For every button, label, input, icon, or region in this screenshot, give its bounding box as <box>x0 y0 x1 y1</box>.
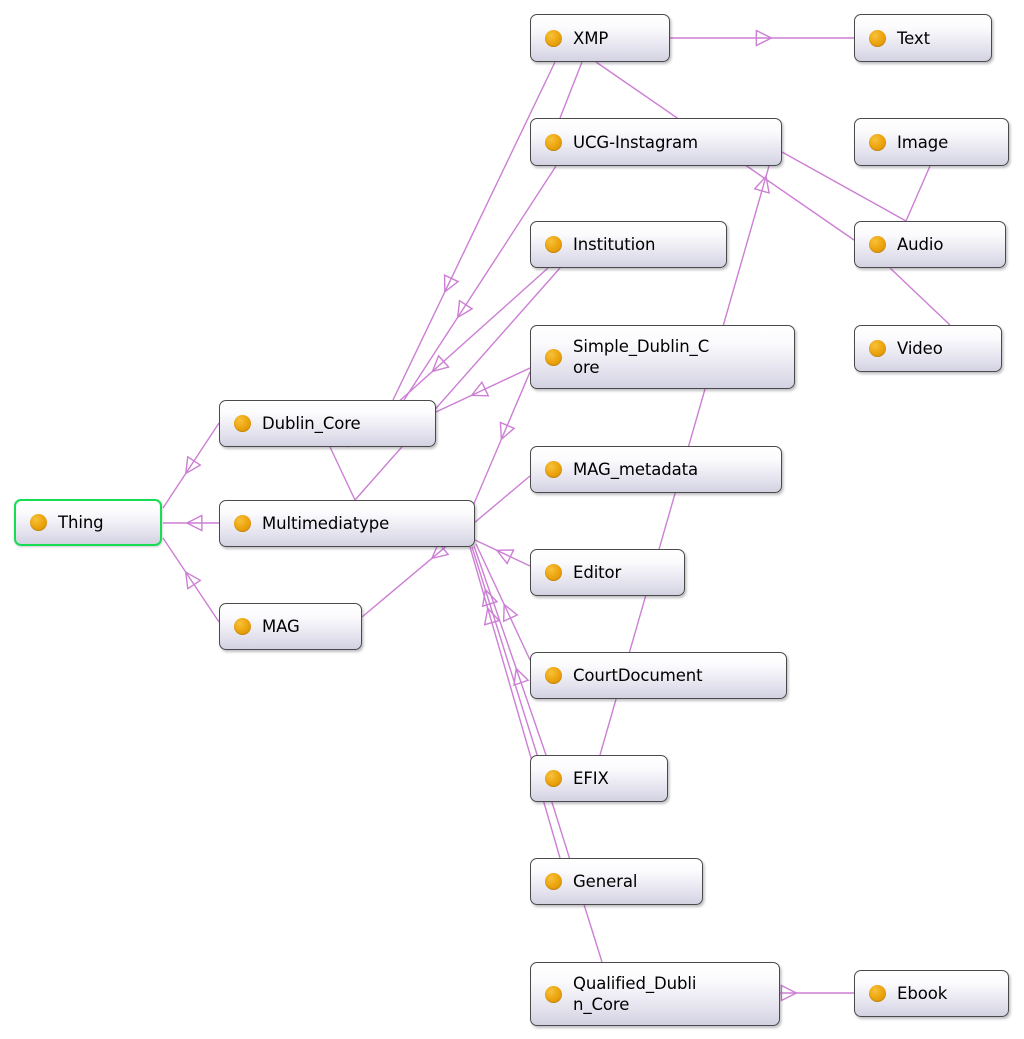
class-node-label: Image <box>897 132 949 152</box>
class-node-label: EFIX <box>573 769 609 788</box>
class-node-image[interactable]: Image <box>854 118 1009 166</box>
class-node-institution[interactable]: Institution <box>530 221 727 268</box>
class-node-label: Simple_Dublin_C ore <box>573 337 710 377</box>
owl-class-icon <box>545 236 562 253</box>
class-node-label: Qualified_Dubli n_Core <box>573 974 697 1014</box>
class-node-label: Multimediatype <box>262 514 390 533</box>
owl-class-icon <box>869 985 886 1002</box>
class-node-xmp[interactable]: XMP <box>530 14 670 62</box>
class-node-text[interactable]: Text <box>854 14 992 62</box>
class-node-label: Dublin_Core <box>262 414 361 433</box>
owl-class-icon <box>545 461 562 478</box>
owl-class-icon <box>545 770 562 787</box>
class-node-courtdocument[interactable]: CourtDocument <box>530 652 787 699</box>
class-node-editor[interactable]: Editor <box>530 549 685 596</box>
class-node-thing[interactable]: Thing <box>14 499 162 546</box>
class-node-simple_dublin_core[interactable]: Simple_Dublin_C ore <box>530 325 795 389</box>
owl-class-icon <box>545 985 562 1003</box>
owl-class-icon <box>869 133 886 151</box>
owl-class-icon <box>545 133 562 151</box>
class-node-general[interactable]: General <box>530 858 703 905</box>
class-node-label: MAG <box>262 617 300 636</box>
class-node-video[interactable]: Video <box>854 325 1002 372</box>
class-node-label: MAG_metadata <box>573 460 699 479</box>
class-node-dublin_core[interactable]: Dublin_Core <box>219 400 436 447</box>
owl-class-icon <box>234 618 251 635</box>
class-node-qualified_dublin_core[interactable]: Qualified_Dubli n_Core <box>530 962 780 1026</box>
owl-class-icon <box>869 340 886 357</box>
class-node-mag_metadata[interactable]: MAG_metadata <box>530 446 782 493</box>
class-node-label: XMP <box>573 28 609 48</box>
class-node-label: Video <box>897 339 943 358</box>
owl-class-icon <box>545 564 562 581</box>
owl-class-icon <box>869 29 886 47</box>
owl-class-icon <box>545 667 562 684</box>
class-node-label: Audio <box>897 235 944 254</box>
owl-class-icon <box>30 514 47 531</box>
class-node-multimediatype[interactable]: Multimediatype <box>219 500 475 547</box>
class-node-ebook[interactable]: Ebook <box>854 970 1009 1017</box>
class-node-mag[interactable]: MAG <box>219 603 362 650</box>
class-node-label: Ebook <box>897 984 948 1003</box>
class-node-label: UCG-Instagram <box>573 132 698 152</box>
owl-class-icon <box>545 873 562 890</box>
class-node-label: Editor <box>573 563 622 582</box>
owl-class-icon <box>234 515 251 532</box>
class-node-label: CourtDocument <box>573 666 703 685</box>
class-node-label: Institution <box>573 235 656 254</box>
class-node-efix[interactable]: EFIX <box>530 755 668 802</box>
class-node-audio[interactable]: Audio <box>854 221 1006 268</box>
class-node-ucg_instagram[interactable]: UCG-Instagram <box>530 118 782 166</box>
owl-class-icon <box>869 236 886 253</box>
owl-class-icon <box>234 415 251 432</box>
class-node-label: General <box>573 872 638 891</box>
class-node-label: Text <box>897 28 930 48</box>
owl-class-icon <box>545 29 562 47</box>
owl-class-icon <box>545 348 562 366</box>
class-node-label: Thing <box>58 513 104 532</box>
